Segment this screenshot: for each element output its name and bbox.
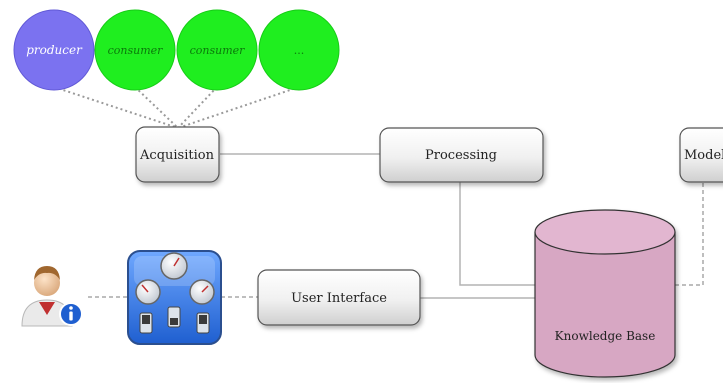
circle-producer: producer: [13, 9, 95, 91]
solid-connectors: [220, 153, 535, 299]
circle-consumer-2: consumer: [176, 9, 258, 91]
circle-connectors: [53, 86, 300, 129]
circle-label: ...: [294, 44, 305, 57]
box-label: User Interface: [291, 291, 387, 306]
control-panel-icon: [127, 250, 222, 345]
user-hair: [34, 266, 60, 280]
connector-model-kb: [675, 183, 704, 286]
circle-shape: [176, 9, 258, 91]
cylinder-body: [534, 232, 676, 378]
user-interface-box: User Interface: [257, 269, 421, 326]
circle-shape: [258, 9, 340, 91]
circle-label: consumer: [190, 44, 246, 57]
box-shape: [257, 269, 421, 326]
circle-ellipsis: ...: [258, 9, 340, 91]
dotted-connectors: [88, 183, 704, 298]
top-dial: [160, 252, 188, 280]
box-shape: [135, 126, 220, 183]
knowledge-base-cylinder: Knowledge Base: [534, 209, 676, 378]
model-box: Model: [679, 127, 723, 183]
circle-shape: [94, 9, 176, 91]
connector-ellipsis: [177, 86, 300, 129]
switches: [139, 306, 210, 334]
acquisition-box: Acquisition: [135, 126, 220, 183]
right-dial: [189, 279, 215, 305]
circle-label: producer: [26, 43, 83, 57]
cylinder-top: [534, 209, 676, 255]
box-shape: [379, 127, 544, 183]
circle-shape: [13, 9, 95, 91]
cylinder-label: Knowledge Base: [555, 329, 656, 343]
connector-consumer-1: [134, 86, 179, 129]
connector-consumer-2: [177, 86, 218, 129]
processing-box: Processing: [379, 127, 544, 183]
circle-label: consumer: [108, 44, 164, 57]
box-label: Model: [684, 148, 723, 163]
circle-consumer-1: consumer: [94, 9, 176, 91]
user-info-icon: [21, 266, 83, 327]
connector-processing-kb: [459, 182, 535, 286]
info-stem: [69, 311, 73, 321]
left-dial: [135, 279, 161, 305]
user-head: [34, 270, 60, 296]
box-shape: [679, 127, 723, 183]
box-label: Processing: [425, 148, 497, 163]
box-label: Acquisition: [139, 148, 215, 163]
connector-producer: [53, 86, 179, 129]
info-dot: [69, 306, 73, 310]
user-collar: [39, 302, 55, 315]
